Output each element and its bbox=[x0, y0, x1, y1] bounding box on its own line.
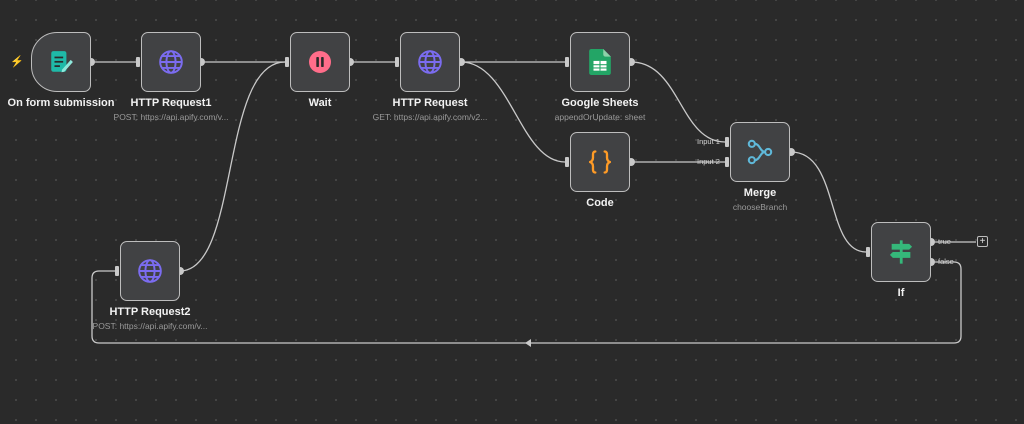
merge-icon bbox=[747, 139, 773, 165]
node-title-http-request1: HTTP Request1 bbox=[130, 97, 212, 109]
wire-http2-to-wait bbox=[179, 61, 286, 272]
globe-icon bbox=[159, 50, 183, 74]
globe-icon bbox=[418, 50, 442, 74]
wire-sheets-to-merge bbox=[630, 61, 726, 143]
node-code[interactable] bbox=[570, 132, 630, 192]
trigger-bolt-icon: ⚡ bbox=[10, 56, 24, 68]
node-title-merge: Merge bbox=[743, 187, 777, 199]
node-subtitle-http-request2: POST: https://api.apify.com/v... bbox=[92, 321, 208, 331]
wire-merge-to-if bbox=[790, 151, 867, 253]
node-merge[interactable] bbox=[730, 122, 790, 182]
wire-if-false-loop bbox=[91, 261, 962, 344]
node-subtitle-merge: chooseBranch bbox=[732, 202, 788, 212]
node-if[interactable] bbox=[871, 222, 931, 282]
node-subtitle-http-request1: POST: https://api.apify.com/v... bbox=[113, 112, 229, 122]
node-title-wait: Wait bbox=[308, 97, 332, 109]
node-on-form-submission[interactable] bbox=[31, 32, 91, 92]
wire-http-to-code bbox=[460, 61, 566, 163]
port-label-false: false bbox=[938, 257, 954, 266]
port-label-input-2: Input 2 bbox=[697, 157, 720, 166]
form-icon bbox=[51, 51, 73, 73]
node-subtitle-http-request: GET: https://api.apify.com/v2... bbox=[372, 112, 488, 122]
node-title-http-request2: HTTP Request2 bbox=[109, 306, 191, 318]
node-title-google-sheets: Google Sheets bbox=[561, 97, 639, 109]
node-google-sheets[interactable] bbox=[570, 32, 630, 92]
node-http-request2[interactable] bbox=[120, 241, 180, 301]
port-label-input-1: Input 1 bbox=[697, 137, 720, 146]
curly-braces-icon bbox=[588, 150, 612, 174]
node-http-request[interactable] bbox=[400, 32, 460, 92]
pause-icon bbox=[309, 51, 331, 73]
port-label-true: true bbox=[938, 237, 951, 246]
node-wait[interactable] bbox=[290, 32, 350, 92]
google-sheets-icon bbox=[589, 49, 611, 75]
node-title-code: Code bbox=[586, 197, 614, 209]
add-node-button[interactable]: + bbox=[977, 236, 988, 247]
node-http-request1[interactable] bbox=[141, 32, 201, 92]
node-title-http-request: HTTP Request bbox=[392, 97, 468, 109]
node-title-if: If bbox=[897, 287, 905, 299]
loop-direction-arrow bbox=[525, 339, 531, 347]
signpost-icon bbox=[889, 240, 913, 264]
node-title-form-trigger: On form submission bbox=[7, 97, 115, 109]
node-subtitle-google-sheets: appendOrUpdate: sheet bbox=[554, 112, 646, 122]
globe-icon bbox=[138, 259, 162, 283]
